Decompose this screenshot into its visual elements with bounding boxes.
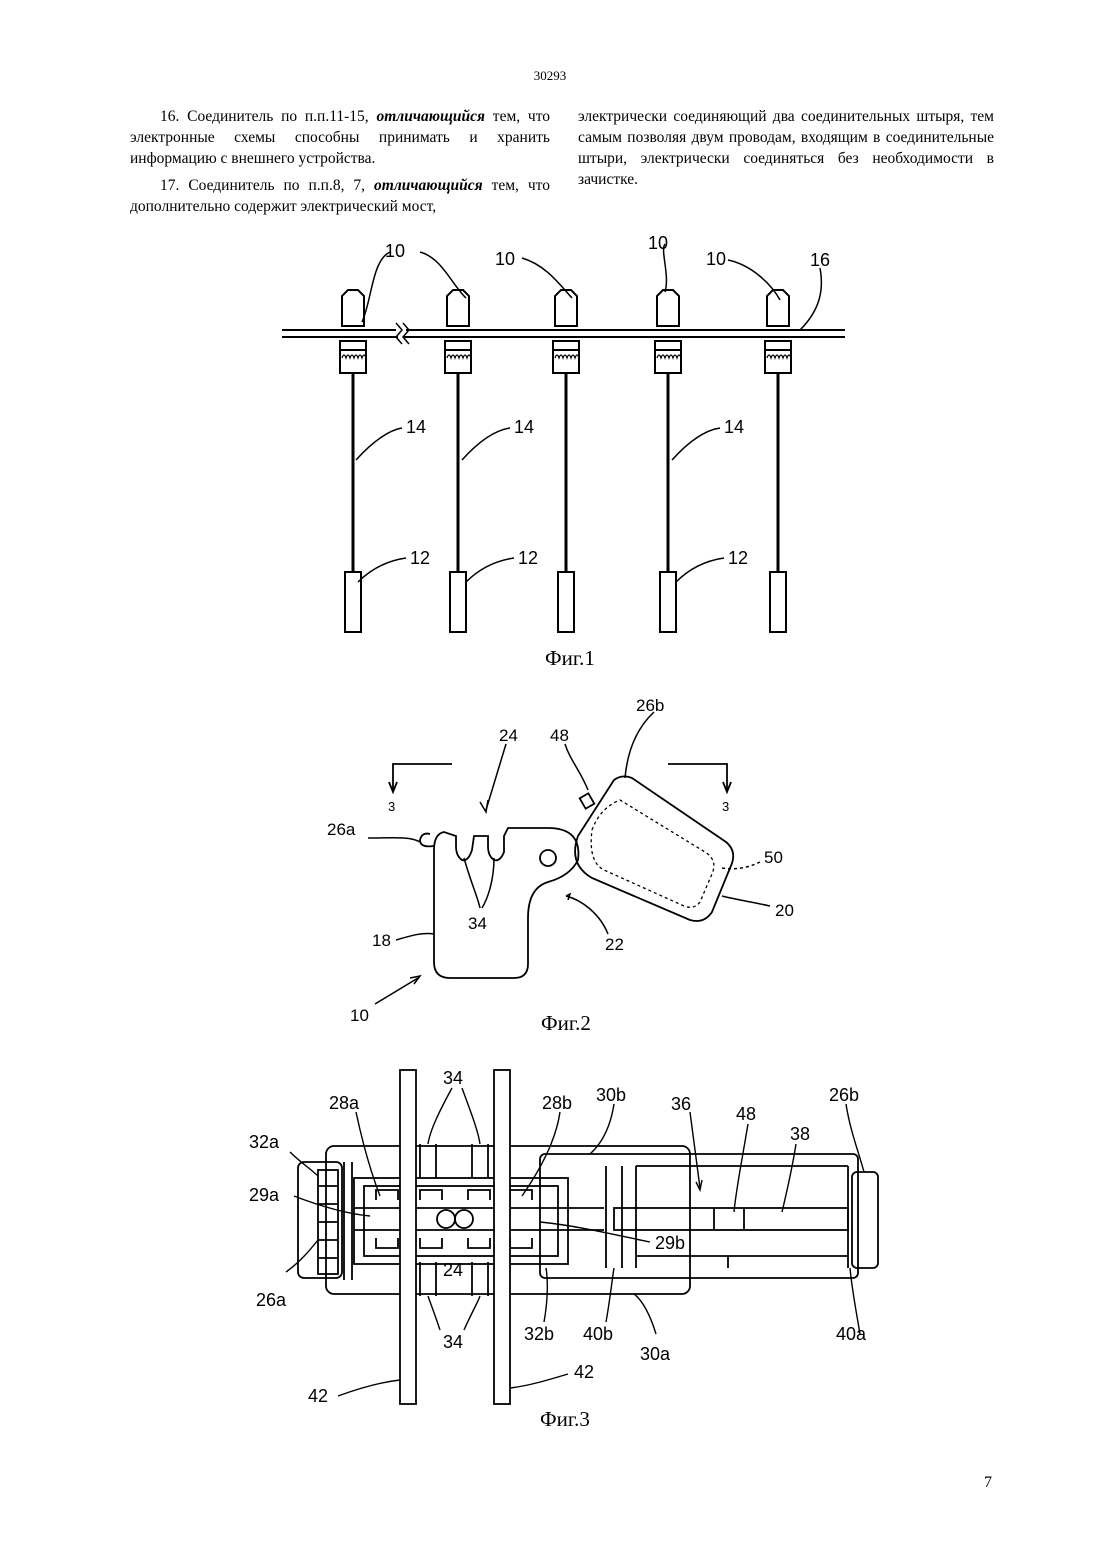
fig3-label-34-top: 34 <box>443 1068 463 1088</box>
fig3-label-29b: 29b <box>655 1233 685 1253</box>
fig3-label-42-left: 42 <box>308 1386 328 1406</box>
fig3-label-32a: 32a <box>249 1132 280 1152</box>
fig3-label-34-bottom: 34 <box>443 1332 463 1352</box>
fig3-label-24: 24 <box>443 1260 463 1280</box>
fig3-label-30b: 30b <box>596 1085 626 1105</box>
figure-3-caption: Фиг.3 <box>540 1407 590 1432</box>
fig3-label-40b: 40b <box>583 1324 613 1344</box>
fig3-label-26a: 26a <box>256 1290 287 1310</box>
page-number: 7 <box>984 1474 992 1492</box>
fig3-label-26b: 26b <box>829 1085 859 1105</box>
fig3-label-48: 48 <box>736 1104 756 1124</box>
fig3-label-40a: 40a <box>836 1324 867 1344</box>
fig3-label-28b: 28b <box>542 1093 572 1113</box>
fig3-label-29a: 29a <box>249 1185 280 1205</box>
fig3-label-36: 36 <box>671 1094 691 1114</box>
fig3-label-28a: 28a <box>329 1093 360 1113</box>
fig3-label-30a: 30a <box>640 1344 671 1364</box>
fig3-label-32b: 32b <box>524 1324 554 1344</box>
fig3-label-38: 38 <box>790 1124 810 1144</box>
fig3-label-42-right: 42 <box>574 1362 594 1382</box>
